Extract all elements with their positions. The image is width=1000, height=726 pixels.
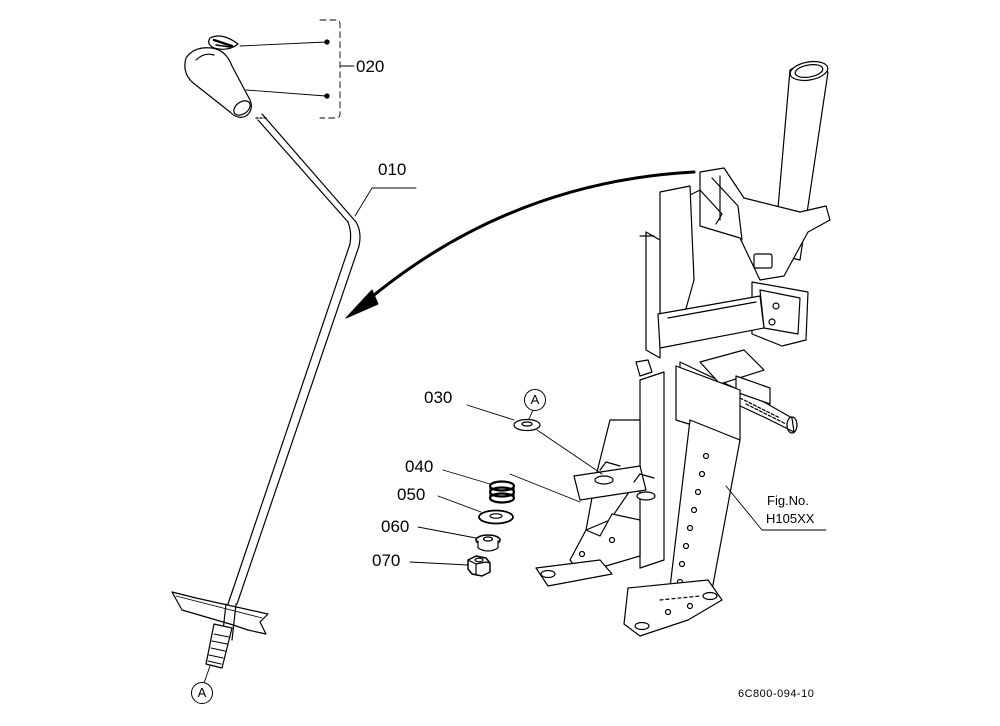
leader-060 [417, 526, 477, 539]
lever-base-plate [171, 591, 269, 641]
knob-leader-lines [239, 19, 355, 119]
callout-050: 050 [397, 485, 426, 504]
spring-040 [488, 480, 516, 504]
leader-010 [354, 187, 373, 217]
fig-no-leader [725, 485, 827, 531]
assembly-line-030 [536, 429, 603, 475]
threaded-end [203, 623, 233, 684]
callout-070: 070 [372, 551, 401, 570]
figure-number-label: Fig.No. [767, 493, 809, 508]
shift-lever-rod [227, 113, 361, 605]
callout-060: 060 [381, 517, 410, 536]
washer-030 [513, 418, 541, 432]
callout-020: 020 [356, 57, 385, 76]
nut-070 [467, 555, 491, 577]
assembly-line-040 [509, 473, 581, 503]
leader-050 [437, 495, 482, 513]
knob-grip-part [184, 47, 252, 118]
assembly-arrow [345, 170, 696, 319]
callout-010: 010 [378, 160, 407, 179]
leader-040 [442, 469, 491, 485]
bushing-060 [475, 534, 501, 552]
reference-marker-a-bottom: A [191, 682, 213, 704]
reference-marker-a-top: A [524, 389, 546, 411]
drawing-code: 6C800-094-10 [738, 688, 815, 700]
ref-a-top-leader [528, 409, 534, 420]
leader-070 [409, 561, 469, 566]
callout-040: 040 [405, 457, 434, 476]
knob-cap-part [208, 35, 239, 50]
callout-030: 030 [424, 388, 453, 407]
figure-number: H105XX [766, 511, 815, 526]
leader-030 [466, 404, 515, 421]
frame-bracket-assembly [535, 60, 831, 637]
washer-050 [478, 509, 514, 525]
